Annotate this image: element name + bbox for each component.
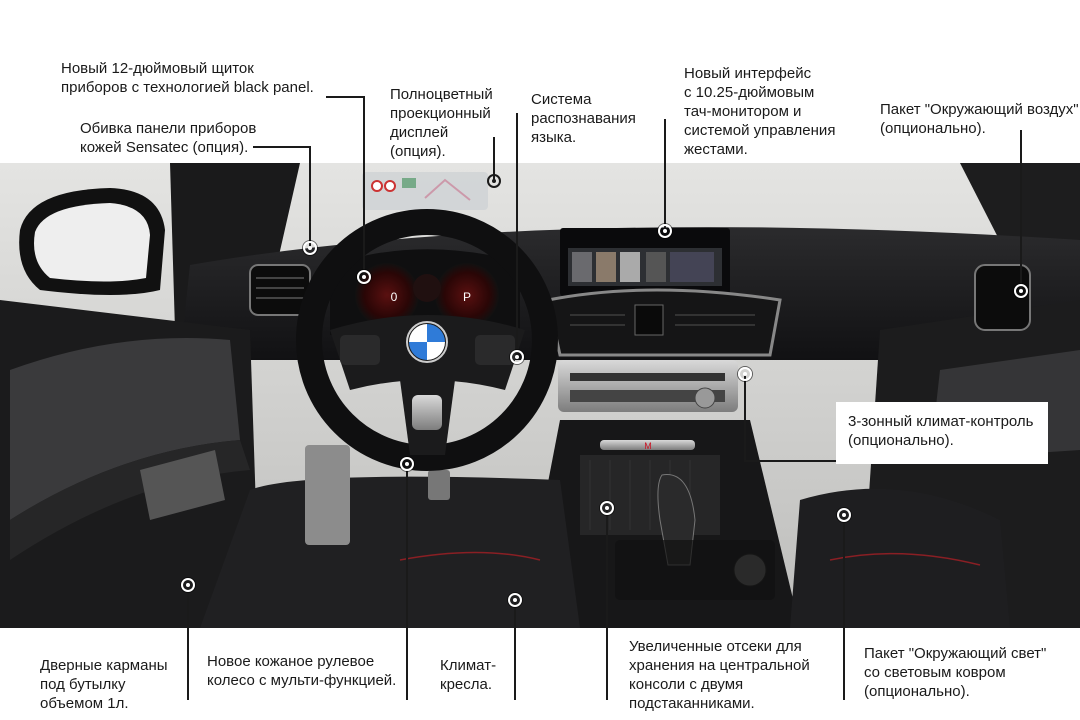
callout-marker-icon bbox=[508, 593, 522, 607]
label-ambient-air: Пакет "Окружающий воздух" (опционально). bbox=[880, 101, 1079, 137]
label-climate-seats: Климат- кресла. bbox=[440, 657, 497, 693]
label-steering-wheel: Новое кожаное рулевое колесо с мульти-фу… bbox=[207, 653, 397, 689]
label-climate-control: 3-зонный климат-контроль (опционально). bbox=[848, 413, 1034, 449]
callout-marker-icon bbox=[1014, 284, 1028, 298]
interior-photo: 0 P M bbox=[0, 163, 1080, 628]
label-door-pockets: Дверные карманы под бутылку объемом 1л. bbox=[40, 657, 168, 712]
label-sensatec-dashboard: Обивка панели приборов кожей Sensatec (о… bbox=[80, 120, 257, 156]
label-voice-recognition: Система распознавания языка. bbox=[531, 91, 636, 146]
callout-marker-icon bbox=[837, 508, 851, 522]
label-ambient-light: Пакет "Окружающий свет" со световым ковр… bbox=[864, 645, 1047, 700]
callout-marker-icon bbox=[357, 270, 371, 284]
label-head-up-display: Полноцветный проекционный дисплей (опция… bbox=[390, 86, 493, 160]
m-badge: M bbox=[644, 441, 652, 451]
callout-marker-icon bbox=[487, 174, 501, 188]
gauge-left-value: 0 bbox=[391, 290, 398, 304]
callout-marker-icon bbox=[658, 224, 672, 238]
callout-marker-icon bbox=[510, 350, 524, 364]
callout-marker-icon bbox=[400, 457, 414, 471]
label-console-storage: Увеличенные отсеки для хранения на центр… bbox=[629, 638, 810, 712]
climate-callout: 3-зонный климат-контроль (опционально). bbox=[836, 402, 1048, 464]
callout-marker-icon bbox=[738, 367, 752, 381]
label-touch-interface: Новый интерфейс с 10.25-дюймовым тач-мон… bbox=[684, 65, 836, 158]
callout-marker-icon bbox=[600, 501, 614, 515]
callout-marker-icon bbox=[303, 241, 317, 255]
label-instrument-cluster: Новый 12-дюймовый щиток приборов с техно… bbox=[61, 60, 314, 96]
gauge-right-value: P bbox=[463, 290, 471, 304]
callout-marker-icon bbox=[181, 578, 195, 592]
